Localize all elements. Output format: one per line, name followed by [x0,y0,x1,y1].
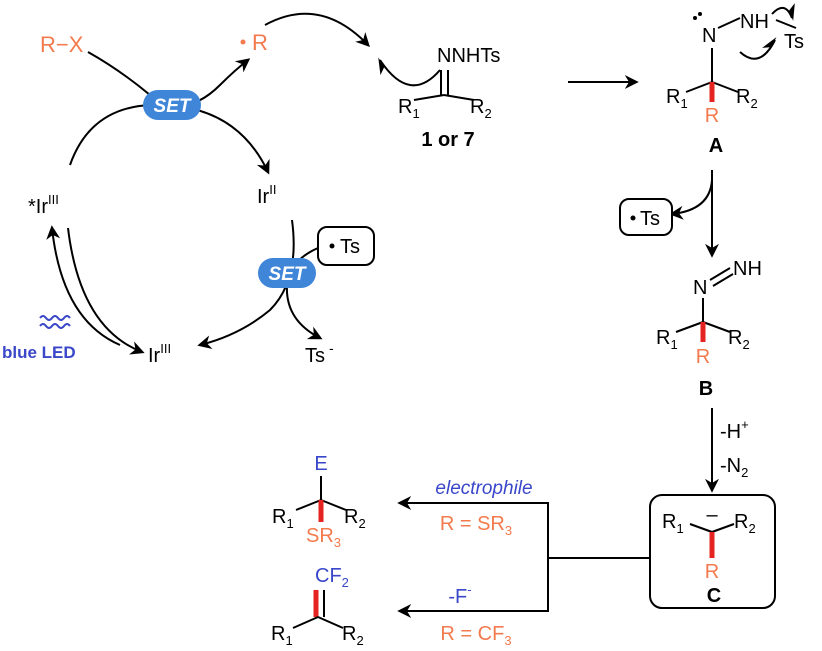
condition-r-cf3: R = CF3 [440,623,511,648]
p1-e-label: E [314,453,327,475]
rx-label: R−X [40,32,84,57]
a-nh-label: NH [740,11,769,33]
b-r2: R2 [728,327,750,352]
a-curly-arrow-1 [739,37,777,60]
a-bond-c-r1 [685,81,713,93]
arc-radical-to-substrate [264,12,370,48]
b-r1: R1 [656,327,678,352]
b-r: R [696,346,710,368]
arc-ir-ii-to-ir-iii [197,219,295,350]
a-r1: R1 [666,86,688,111]
set-pill-2 [258,258,316,288]
hydrazone-label: NNHTs [437,45,500,67]
ir-excited-label: *IrIII [28,192,59,218]
b-nh-label: NH [733,258,762,280]
p1-bond-c-r2 [320,499,347,511]
condition-minus-f: -F- [448,582,471,608]
arc-substrate-attack [378,57,441,87]
ts-anion-label: Ts- [305,340,334,367]
b-nn-double-1 [709,267,731,281]
ir-ii-label: IrII [257,182,276,208]
arrow-excitation [46,225,121,346]
a-n-label: N [702,25,716,47]
substrate-r2: R2 [470,96,492,121]
lone-pair-dot-2 [698,12,702,16]
c-bond-c-r2 [711,523,735,533]
b-ts-radical-dot [630,215,636,221]
c-compound-label: C [707,585,721,607]
a-r: R [705,105,719,127]
step-minus-n2: -N2 [720,455,748,480]
a-bond-c-r2 [711,81,739,93]
p2-r2: R2 [342,623,364,648]
p2-cf2-label: CF2 [315,565,349,590]
arc-ts-leaving [669,179,713,220]
a-r2: R2 [736,86,758,111]
b-nn-double-2 [712,273,734,287]
p2-bond-c-r2 [317,616,344,629]
c-r1: R1 [662,511,684,536]
step-minus-h: -H+ [720,417,749,443]
set-label-1: SET [154,96,192,117]
a-bond-nh-ts [775,19,797,29]
set-label-2: SET [269,264,307,285]
substrate-compound-label: 1 or 7 [421,129,474,151]
b-compound-label: B [699,378,713,400]
c-bond-c-r1 [689,523,713,533]
b-n-label: N [693,277,707,299]
condition-r-sr3: R = SR3 [440,513,512,538]
wavy-light-icon [39,315,71,321]
ir-iii-label: IrIII [148,341,171,367]
c-r: R [705,561,719,583]
b-ts-radical-box [619,198,673,236]
b-ts-radical-label: Ts [640,208,660,230]
ts-radical-dot [329,243,335,249]
p1-sr3: SR3 [306,525,341,550]
a-curly-arrow-2 [771,3,795,21]
p2-bond-c-r1 [292,616,319,629]
p1-r1: R1 [272,506,294,531]
ts-radical-label: Ts [340,236,360,258]
p1-bond-c-r1 [295,499,322,511]
radical-dot [240,39,246,45]
condition-electrophile: electrophile [435,478,532,499]
c-charge: – [706,504,718,526]
p1-r2: R2 [344,506,366,531]
blue-led-label: blue LED [2,343,76,362]
a-ts-label: Ts [784,31,804,53]
substrate-r1: R1 [398,96,420,121]
arrow-relaxation [67,227,145,355]
b-bond-c-r1 [675,321,704,333]
b-bond-c-r2 [702,321,731,333]
ts-radical-box [317,226,375,266]
bond-c-r2 [443,94,475,101]
p2-r1: R1 [271,623,293,648]
bond-c-r1 [413,94,445,101]
c-r2: R2 [734,511,756,536]
lone-pair-dot-1 [693,16,697,20]
set-pill-1 [143,90,201,120]
radical-r-label: R [252,30,268,55]
wavy-light-icon-2 [39,323,71,329]
a-compound-label: A [709,135,723,157]
a-bond-n-nh [717,17,741,29]
